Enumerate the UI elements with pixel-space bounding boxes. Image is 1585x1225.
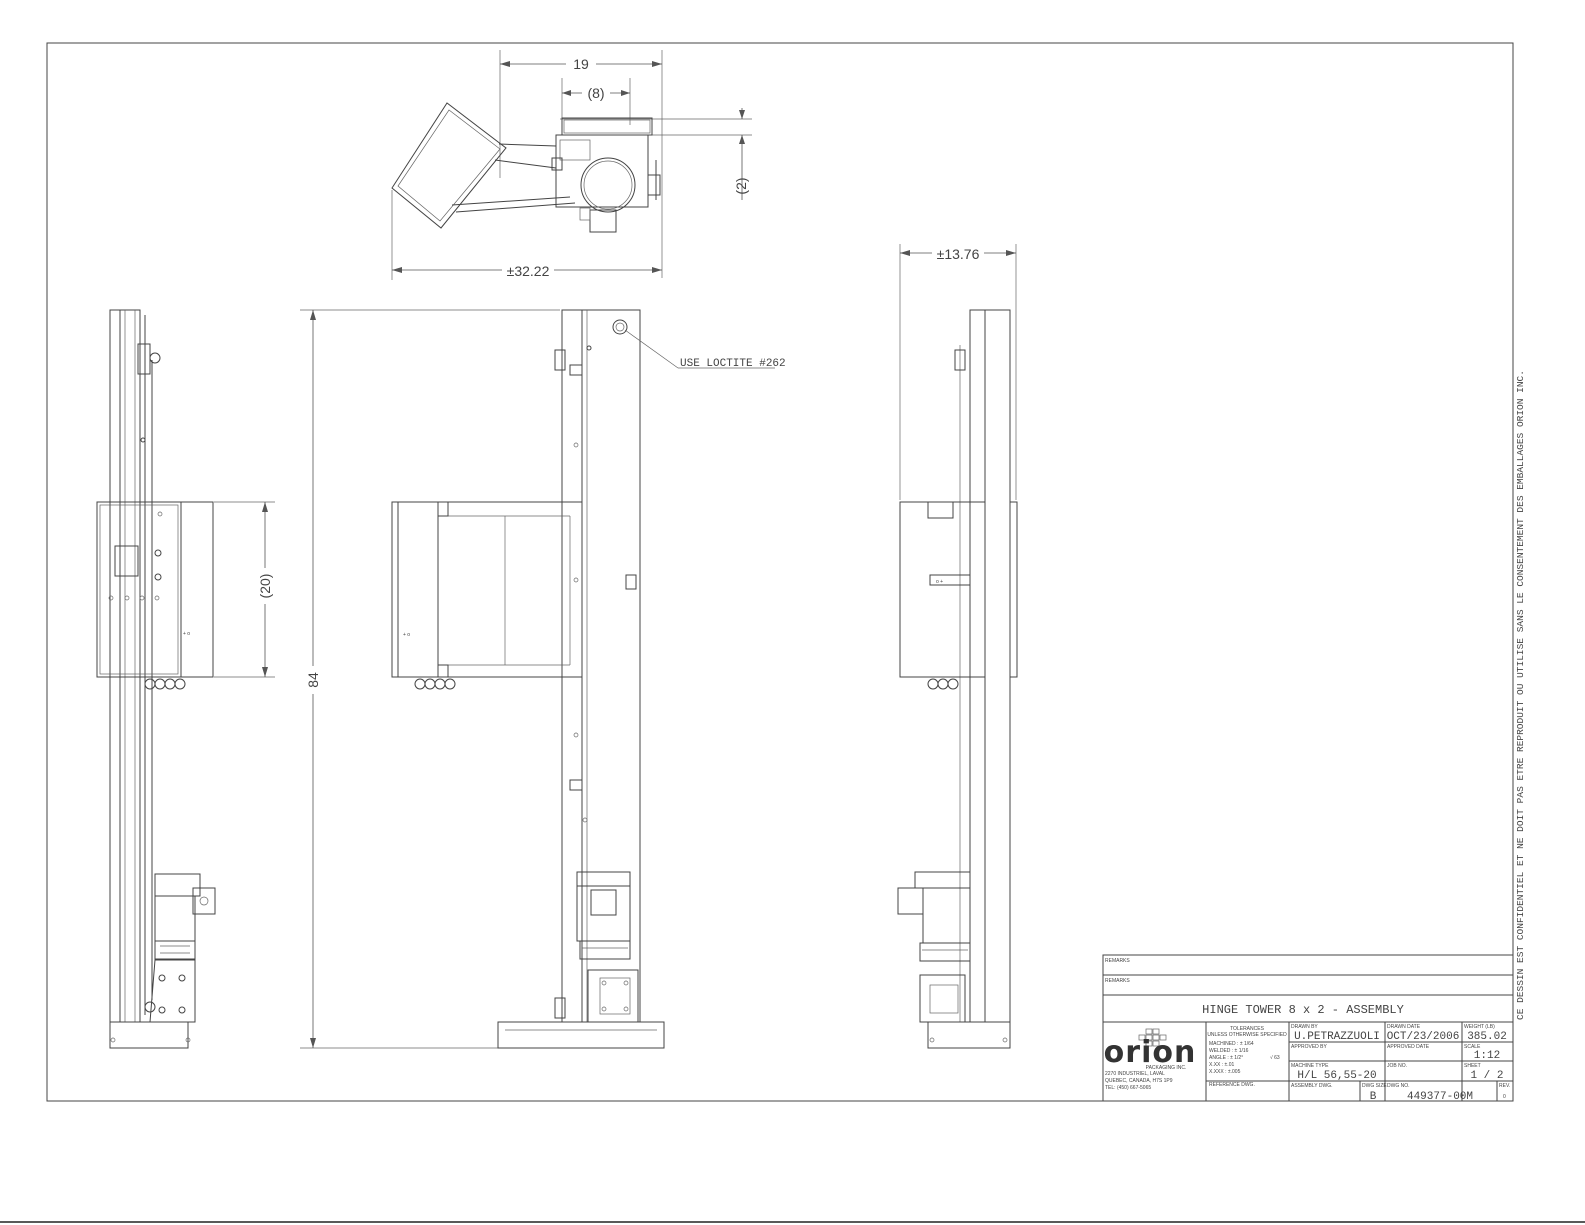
company-phone: TEL: (450) 667-5065 xyxy=(1105,1085,1151,1091)
tolerance-line-1: MACHINED : ± 1/64 xyxy=(1209,1041,1254,1047)
tolerance-line-2: WELDED : ± 1/16 xyxy=(1209,1048,1249,1054)
dim-top-overall: ±32.22 xyxy=(507,263,550,279)
svg-text:+ o: + o xyxy=(183,631,190,637)
job-label: JOB NO. xyxy=(1387,1063,1407,1069)
tolerance-line-5: X.XXX : ±.005 xyxy=(1209,1069,1241,1075)
rev-label: REV. xyxy=(1499,1083,1510,1089)
scale-value: 1:12 xyxy=(1474,1050,1500,1062)
top-view: 19 (8) (2) xyxy=(391,50,752,280)
dim-top-inner: (8) xyxy=(587,85,604,101)
drawn-by-value: U.PETRAZZUOLI xyxy=(1294,1031,1380,1043)
title-block: REMARKS REMARKS HINGE TOWER 8 x 2 - ASSE… xyxy=(1102,954,1514,1103)
machine-type-label: MACHINE TYPE xyxy=(1291,1063,1329,1069)
svg-text:o +: o + xyxy=(936,579,943,585)
company-logo-grid xyxy=(1138,1028,1167,1047)
weight-value: 385.02 xyxy=(1467,1031,1507,1043)
weight-label: WEIGHT (LB) xyxy=(1464,1024,1495,1030)
dwg-no-label: DWG NO. xyxy=(1387,1083,1410,1089)
dim-overall-height: 84 xyxy=(305,672,321,688)
assembly-dwg-label: ASSEMBLY DWG. xyxy=(1291,1083,1333,1089)
dwg-size-label: DWG SIZE xyxy=(1362,1083,1387,1089)
remarks-label-1: REMARKS xyxy=(1105,958,1130,964)
front-view: USE LOCTITE #262 + o xyxy=(391,309,786,1049)
drawn-date-label: DRAWN DATE xyxy=(1387,1024,1421,1030)
remarks-label-2: REMARKS xyxy=(1105,978,1130,984)
drawn-date-value: OCT/23/2006 xyxy=(1387,1031,1460,1043)
tolerance-line-3: ANGLE : ± 1/2° xyxy=(1209,1055,1243,1061)
rev-value: 0 xyxy=(1503,1094,1506,1100)
approved-by-label: APPROVED BY xyxy=(1291,1044,1328,1050)
loctite-note: USE LOCTITE #262 xyxy=(680,358,786,370)
sheet-value: 1 / 2 xyxy=(1470,1070,1503,1082)
reference-dwg-label: REFERENCE DWG. xyxy=(1209,1082,1255,1088)
svg-text:+ o: + o xyxy=(403,632,410,638)
surface-finish: √ 63 xyxy=(1270,1054,1280,1061)
dwg-size-value: B xyxy=(1370,1091,1377,1103)
dim-top-offset: (2) xyxy=(733,177,749,194)
dim-top-width: 19 xyxy=(573,56,589,72)
tolerances-heading: TOLERANCES xyxy=(1230,1026,1264,1032)
dim-carriage-height: (20) xyxy=(257,574,273,599)
company-name: PACKAGING INC. xyxy=(1146,1065,1187,1071)
tolerances-subheading: UNLESS OTHERWISE SPECIFIED xyxy=(1207,1032,1287,1038)
right-side-view: ±13.76 o + xyxy=(897,244,1018,1049)
scale-label: SCALE xyxy=(1464,1044,1481,1050)
company-logo: orion xyxy=(1104,1035,1197,1070)
tolerance-line-4: X.XX : ±.01 xyxy=(1209,1062,1234,1068)
left-side-view: + o (20) xyxy=(96,309,275,1049)
confidentiality-note: CE DESSIN EST CONFIDENTIEL ET NE DOIT PA… xyxy=(1515,370,1526,1020)
sheet-label: SHEET xyxy=(1464,1063,1481,1069)
approved-date-label: APPROVED DATE xyxy=(1387,1044,1430,1050)
overall-height-dimension: 84 xyxy=(300,309,560,1049)
dwg-no-value: 449377-00M xyxy=(1407,1091,1473,1103)
sheet-border xyxy=(46,42,1514,1102)
dim-side-depth: ±13.76 xyxy=(937,246,980,262)
drawing-title: HINGE TOWER 8 x 2 - ASSEMBLY xyxy=(1202,1003,1404,1017)
company-address-1: 2270 INDUSTRIEL, LAVAL xyxy=(1105,1071,1165,1077)
machine-type-value: H/L 56,55-20 xyxy=(1297,1070,1376,1082)
company-address-2: QUEBEC, CANADA, H7S 1P9 xyxy=(1105,1078,1173,1084)
drawn-by-label: DRAWN BY xyxy=(1291,1024,1318,1030)
